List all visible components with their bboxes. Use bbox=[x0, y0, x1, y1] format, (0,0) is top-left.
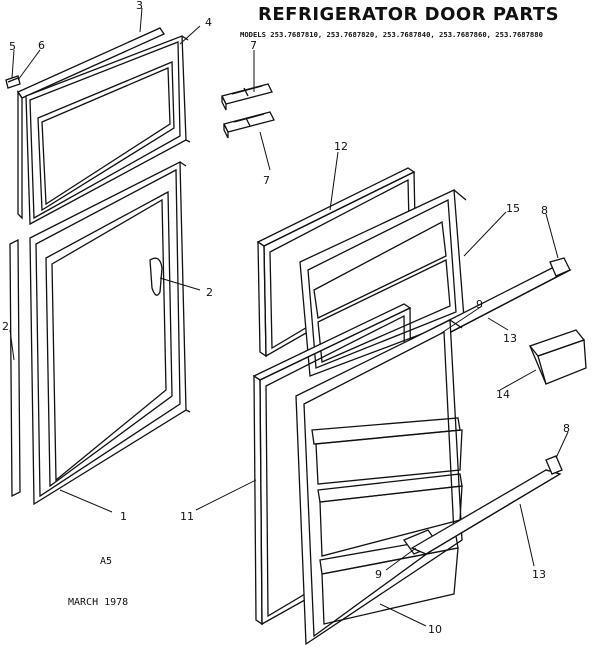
callout-7-lower: 7 bbox=[263, 174, 270, 187]
freezer-door-panel bbox=[17, 27, 191, 226]
callout-8-lower: 8 bbox=[563, 422, 570, 435]
callout-3: 3 bbox=[136, 0, 143, 12]
callout-9-upper: 9 bbox=[476, 298, 483, 311]
callout-4: 4 bbox=[205, 16, 212, 29]
print-date: MARCH 1978 bbox=[68, 597, 129, 608]
callout-13-lower: 13 bbox=[532, 568, 546, 581]
callout-11: 11 bbox=[180, 510, 194, 523]
callout-14: 14 bbox=[496, 388, 510, 401]
center-hinge-upper bbox=[221, 83, 273, 111]
callout-6: 6 bbox=[38, 39, 45, 52]
fresh-food-door-panel bbox=[9, 160, 191, 506]
lower-shelf-bar bbox=[410, 455, 563, 555]
callout-5: 5 bbox=[9, 40, 16, 53]
callout-1: 1 bbox=[120, 510, 127, 523]
callout-2-gasket: 2 bbox=[2, 320, 9, 333]
leader-lines bbox=[9, 7, 569, 627]
model-numbers: MODELS 253.7687810, 253.7687820, 253.768… bbox=[240, 30, 543, 39]
hinge-cover-part bbox=[5, 75, 21, 89]
figure-code: A5 bbox=[100, 556, 113, 567]
callout-12: 12 bbox=[334, 140, 348, 153]
page-title: REFRIGERATOR DOOR PARTS bbox=[258, 4, 560, 25]
callout-13-upper: 13 bbox=[503, 332, 517, 345]
center-hinge-lower bbox=[223, 111, 275, 139]
callout-15: 15 bbox=[506, 202, 520, 215]
callout-7-upper: 7 bbox=[250, 39, 257, 52]
dairy-compartment-door bbox=[528, 329, 587, 385]
callout-9-lower: 9 bbox=[375, 568, 382, 581]
callout-2-handle: 2 bbox=[206, 286, 213, 299]
callout-8-upper: 8 bbox=[541, 204, 548, 217]
callout-10: 10 bbox=[428, 623, 442, 636]
